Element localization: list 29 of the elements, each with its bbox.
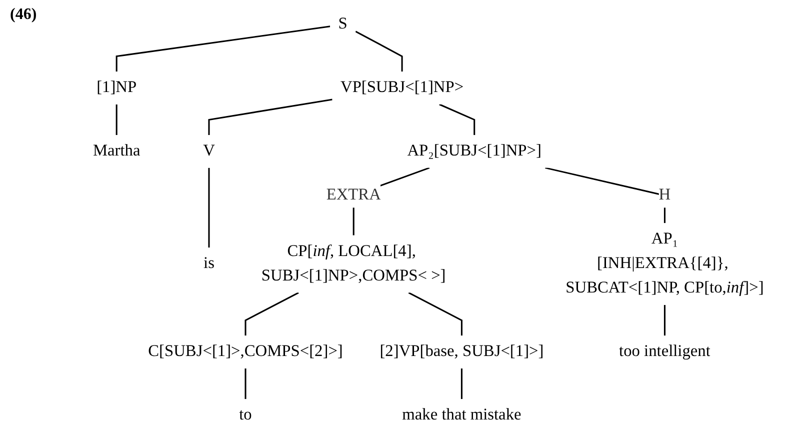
node-text: C[SUBJ<[1]>,COMPS<[2]>] bbox=[148, 342, 343, 360]
node-text: AP₁ [INH|EXTRA{[4]}, SUBCAT<[1]NP, CP[to,inf]>] bbox=[566, 230, 764, 297]
connector bbox=[208, 168, 210, 248]
node-text: CP[inf, LOCAL[4], SUBJ<[1]NP>,COMPS< >] bbox=[261, 242, 446, 284]
node-text: [2]VP[base, SUBJ<[1]>] bbox=[380, 342, 544, 360]
connector bbox=[545, 167, 666, 224]
node-text: too intelligent bbox=[619, 342, 710, 360]
connector bbox=[460, 368, 462, 400]
node-text: S bbox=[338, 15, 348, 33]
node-text: to bbox=[239, 406, 252, 424]
connector bbox=[116, 26, 330, 72]
connector bbox=[244, 292, 299, 336]
connector bbox=[208, 98, 332, 136]
connector bbox=[244, 368, 246, 400]
node-text: AP₂[SUBJ<[1]NP>] bbox=[407, 142, 542, 160]
node-text: Martha bbox=[92, 142, 140, 160]
connector bbox=[116, 104, 118, 136]
node-text: V bbox=[203, 142, 215, 160]
edge-label: EXTRA bbox=[326, 186, 381, 204]
node-text: make that mistake bbox=[402, 406, 522, 424]
connector bbox=[408, 292, 462, 336]
node-text: is bbox=[204, 254, 214, 272]
node-text: VP[SUBJ<[1]NP> bbox=[340, 78, 464, 96]
connector bbox=[355, 30, 403, 72]
connector bbox=[439, 104, 476, 136]
edge-label: H bbox=[658, 186, 671, 204]
node-text: [1]NP bbox=[96, 78, 137, 96]
connector bbox=[664, 304, 666, 336]
example-number: (46) bbox=[10, 6, 37, 24]
